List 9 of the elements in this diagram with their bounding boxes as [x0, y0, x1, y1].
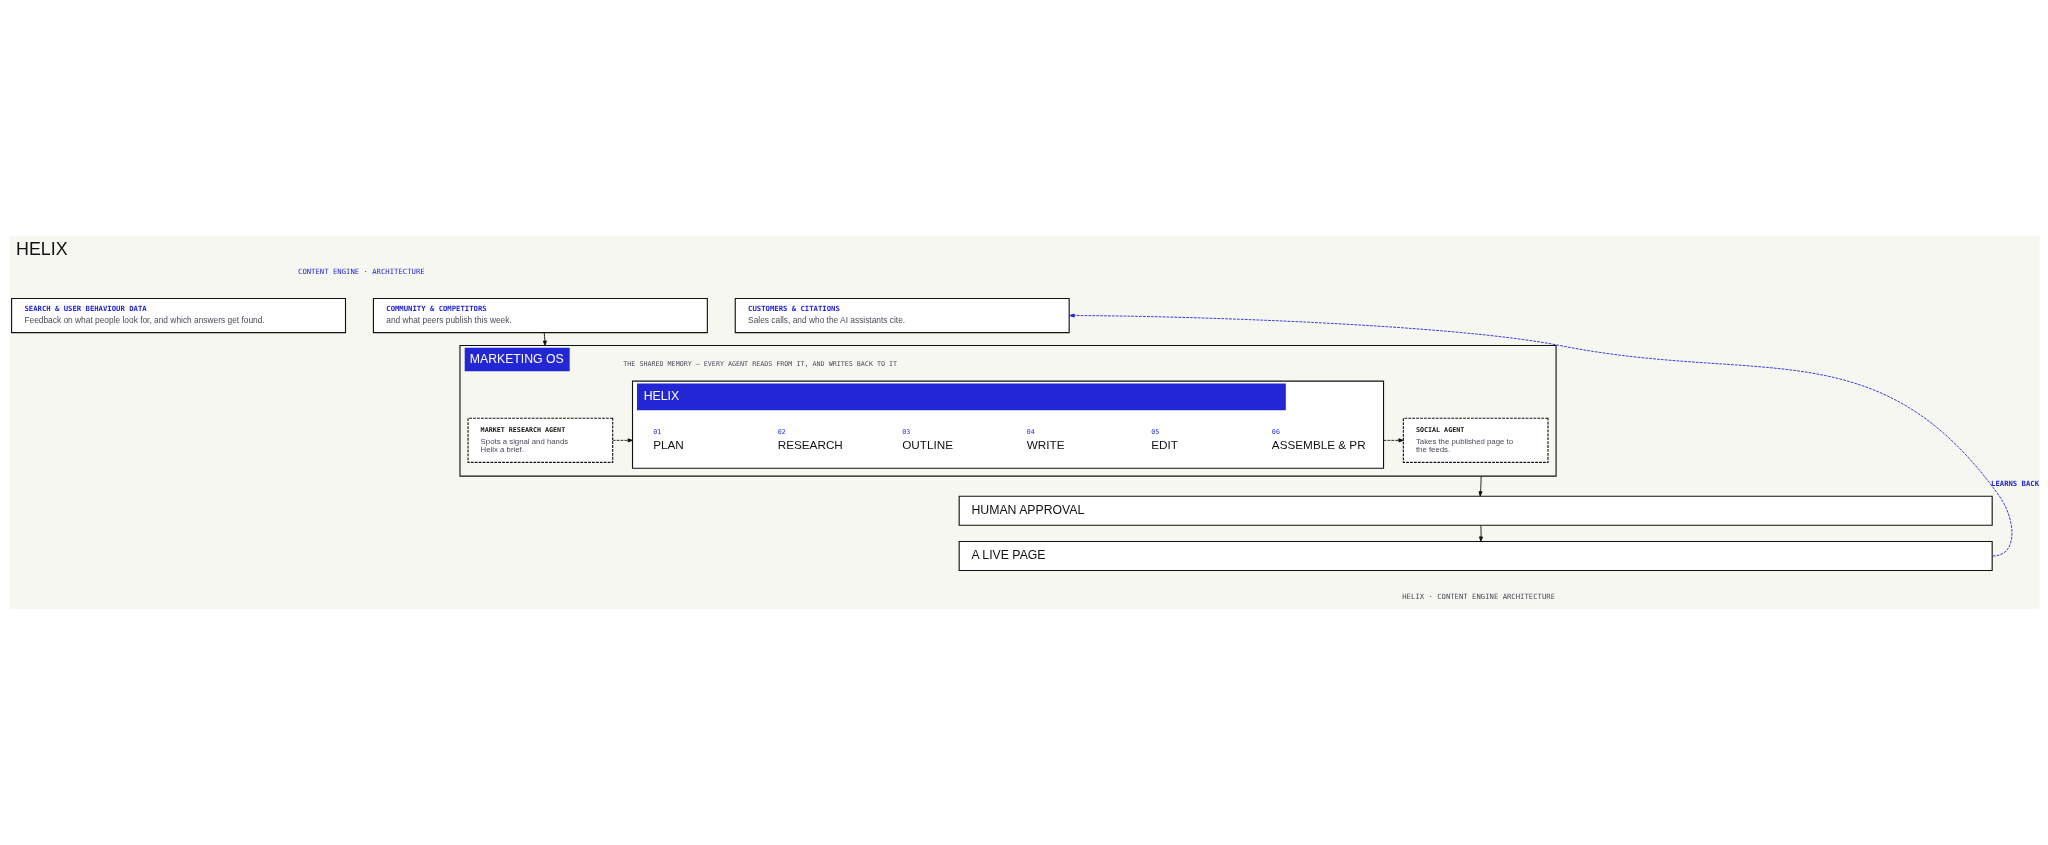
diagram-title: HELIX	[15, 238, 68, 259]
node-box: A LIVE PAGE	[958, 540, 1993, 572]
arrow	[542, 332, 547, 346]
arrow	[1068, 313, 2012, 557]
arrow	[611, 438, 633, 443]
node-box: HUMAN APPROVAL	[958, 495, 1993, 526]
arrow	[1478, 525, 1483, 542]
arrow	[1382, 438, 1404, 443]
arrow	[1478, 475, 1483, 497]
